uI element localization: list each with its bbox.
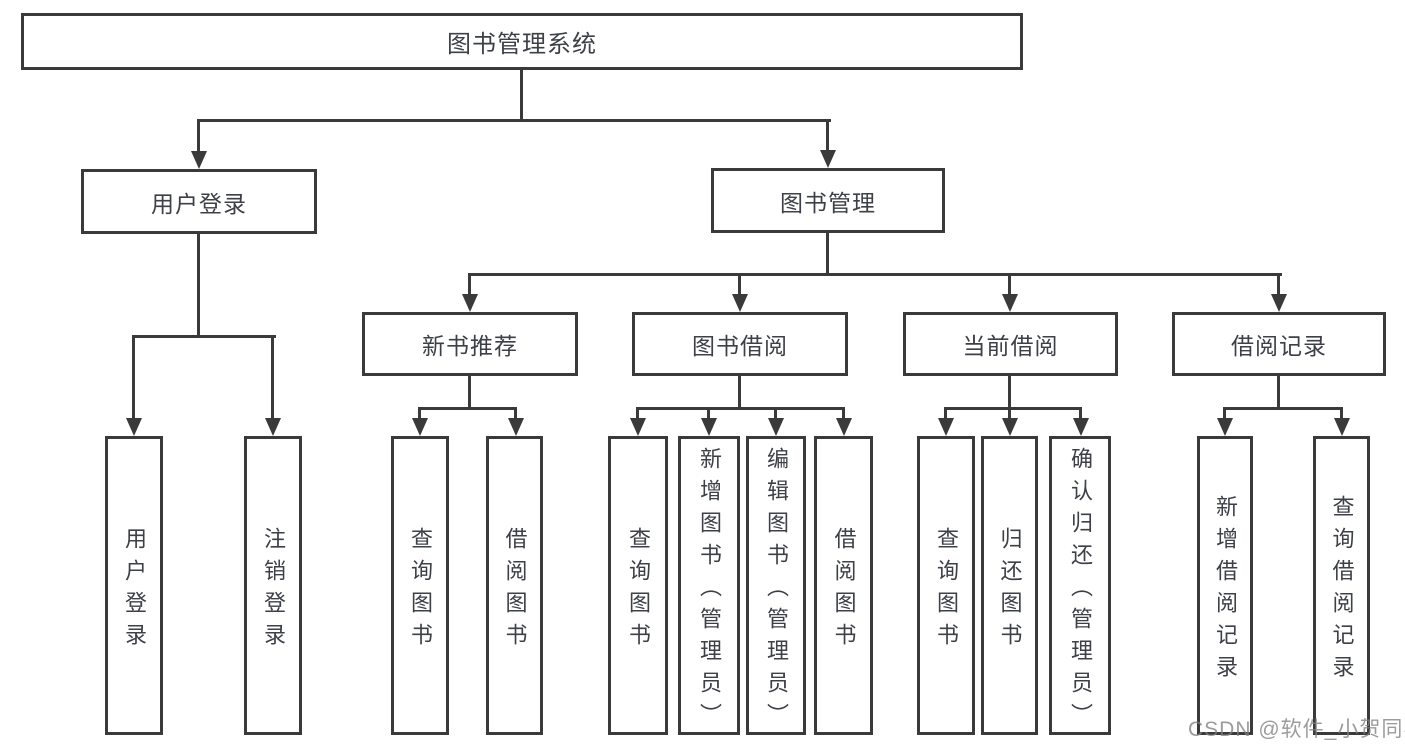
leaf-label: 查询图书 — [408, 526, 433, 655]
node-new-book-recommend: 新书推荐 — [362, 312, 578, 376]
node-library-management-system: 图书管理系统 — [21, 13, 1023, 70]
connector-line — [1223, 407, 1343, 410]
arrow-down-icon — [1271, 294, 1287, 312]
leaf-return-books: 归还图书 — [981, 436, 1038, 735]
leaf-label: 借阅图书 — [831, 526, 857, 655]
leaf-edit-book-admin: 编辑图书（管理员） — [746, 436, 806, 735]
connector-line — [1340, 407, 1343, 418]
connector-line — [271, 335, 274, 418]
leaf-add-book-admin: 新增图书（管理员） — [678, 436, 740, 735]
connector-line — [520, 70, 523, 119]
connector-line — [944, 407, 1082, 410]
connector-line — [1223, 407, 1226, 418]
leaf-label: 注销登录 — [261, 526, 286, 655]
arrow-down-icon — [701, 418, 717, 436]
leaf-label: 查询借阅记录 — [1329, 494, 1355, 687]
connector-line — [418, 407, 517, 410]
connector-line — [197, 119, 831, 122]
connector-line — [636, 407, 639, 418]
node-book-borrowing: 图书借阅 — [632, 312, 848, 376]
connector-line — [1008, 273, 1011, 294]
arrow-down-icon — [508, 418, 524, 436]
leaf-label: 查询图书 — [626, 526, 651, 655]
connector-line — [944, 407, 947, 418]
connector-line — [468, 273, 1282, 276]
leaf-label: 编辑图书（管理员） — [764, 446, 789, 735]
arrow-down-icon — [1217, 418, 1233, 436]
connector-line — [1277, 376, 1280, 407]
leaf-query-books-borrowing: 查询图书 — [608, 436, 668, 735]
connector-line — [468, 273, 471, 294]
leaf-query-borrow-record: 查询借阅记录 — [1313, 436, 1370, 735]
connector-line — [132, 335, 276, 338]
connector-line — [738, 273, 741, 294]
leaf-label: 查询图书 — [934, 526, 959, 655]
leaf-label: 归还图书 — [997, 526, 1023, 655]
arrow-down-icon — [265, 418, 281, 436]
arrow-down-icon — [938, 418, 954, 436]
connector-line — [842, 407, 845, 418]
connector-line — [1008, 407, 1011, 418]
leaf-label: 借阅图书 — [502, 526, 528, 655]
connector-line — [826, 233, 829, 273]
connector-line — [1277, 273, 1280, 294]
node-user-login: 用户登录 — [81, 169, 317, 234]
connector-line — [1008, 376, 1011, 407]
arrow-down-icon — [1073, 418, 1089, 436]
connector-line — [197, 119, 200, 151]
arrow-down-icon — [462, 294, 478, 312]
connector-line — [1079, 407, 1082, 418]
node-current-borrowing: 当前借阅 — [903, 312, 1118, 376]
arrow-down-icon — [126, 418, 142, 436]
arrow-down-icon — [1002, 294, 1018, 312]
node-book-management: 图书管理 — [711, 168, 945, 233]
arrow-down-icon — [1334, 418, 1350, 436]
connector-line — [132, 335, 135, 418]
arrow-down-icon — [191, 151, 207, 169]
arrow-down-icon — [412, 418, 428, 436]
leaf-borrow-books-recommend: 借阅图书 — [486, 436, 543, 735]
connector-line — [707, 407, 710, 418]
leaf-label: 新增借阅记录 — [1213, 494, 1238, 687]
node-borrowing-records: 借阅记录 — [1172, 312, 1386, 376]
leaf-add-borrow-record: 新增借阅记录 — [1197, 436, 1253, 735]
leaf-query-books-current: 查询图书 — [917, 436, 975, 735]
leaf-logout: 注销登录 — [244, 436, 302, 735]
arrow-down-icon — [1002, 418, 1018, 436]
connector-line — [197, 234, 200, 335]
connector-line — [468, 376, 471, 407]
connector-line — [636, 407, 845, 410]
arrow-down-icon — [768, 418, 784, 436]
csdn-watermark: CSDN @软件_小贺同学 — [1188, 718, 1405, 741]
leaf-query-books-recommend: 查询图书 — [391, 436, 449, 735]
connector-line — [418, 407, 421, 418]
connector-line — [826, 119, 829, 150]
connector-line — [738, 376, 741, 407]
arrow-down-icon — [732, 294, 748, 312]
connector-line — [514, 407, 517, 418]
connector-line — [774, 407, 777, 418]
arrow-down-icon — [630, 418, 646, 436]
leaf-label: 用户登录 — [122, 526, 147, 655]
leaf-confirm-return-admin: 确认归还（管理员） — [1049, 436, 1111, 735]
arrow-down-icon — [836, 418, 852, 436]
leaf-borrow-books-borrowing: 借阅图书 — [814, 436, 873, 735]
arrow-down-icon — [820, 150, 836, 168]
leaf-label: 确认归还（管理员） — [1068, 446, 1093, 735]
leaf-label: 新增图书（管理员） — [697, 446, 722, 735]
leaf-user-login: 用户登录 — [105, 436, 163, 735]
